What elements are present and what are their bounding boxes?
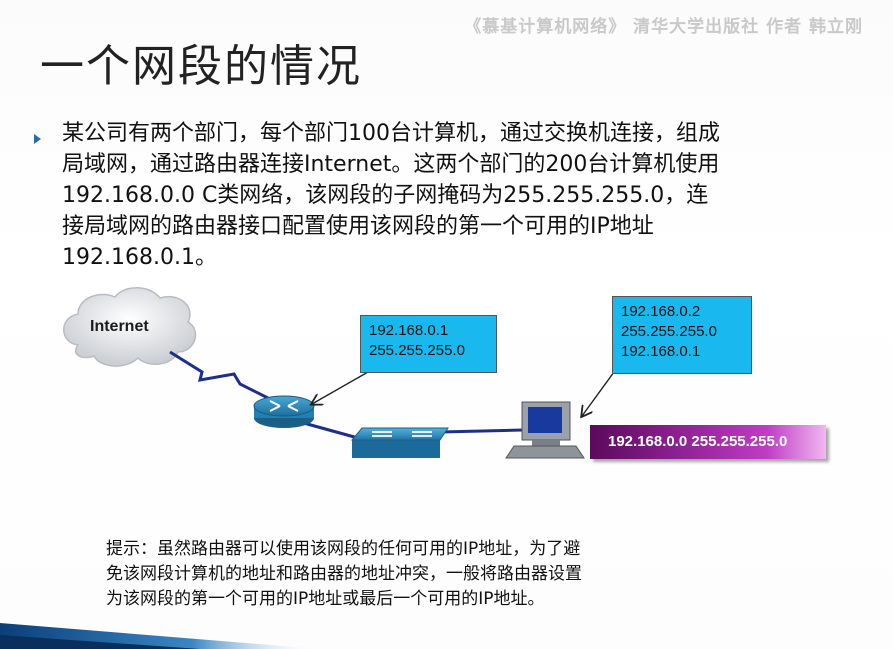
body-line: 局域网，通过路由器连接Internet。这两个部门的200台计算机使用	[62, 152, 720, 177]
slide-title: 一个网段的情况	[40, 41, 362, 92]
router-switch-link	[299, 420, 359, 440]
hint-note: 提示：虽然路由器可以使用该网段的任何可用的IP地址，为了避 免该网段计算机的地址…	[106, 537, 786, 612]
pc-gateway: 192.168.0.1	[621, 343, 701, 360]
switch-pc-link	[439, 428, 523, 434]
router-callout-arrow	[312, 371, 369, 404]
note-line: 提示：虽然路由器可以使用该网段的任何可用的IP地址，为了避	[106, 539, 581, 559]
body-line: 某公司有两个部门，每个部门100台计算机，通过交换机连接，组成	[62, 121, 720, 146]
internet-label: Internet	[90, 318, 149, 335]
lan-network-label: 192.168.0.0 255.255.255.0	[590, 425, 826, 459]
body-line: 192.168.0.0 C类网络，该网段的子网掩码为255.255.255.0，…	[62, 183, 709, 208]
body-line: 接局域网的路由器接口配置使用该网段的第一个可用的IP地址	[62, 214, 654, 239]
router-mask: 255.255.255.0	[369, 342, 465, 359]
router-ip: 192.168.0.1	[369, 322, 449, 339]
pc-callout-arrow	[582, 371, 615, 416]
publisher-watermark: 《慕基计算机网络》 清华大学出版社 作者 韩立刚	[464, 17, 863, 37]
router-address-box: 192.168.0.1 255.255.255.0	[360, 315, 497, 373]
pc-ip: 192.168.0.2	[621, 303, 701, 320]
pc-mask: 255.255.255.0	[621, 323, 717, 340]
pc-address-box: 192.168.0.2 255.255.255.0 192.168.0.1	[612, 296, 752, 374]
internet-cloud-icon	[63, 287, 197, 367]
router-icon	[253, 395, 315, 428]
note-line: 为该网段的第一个可用的IP地址或最后一个可用的IP地址。	[106, 589, 545, 609]
computer-icon	[505, 401, 585, 459]
switch-icon	[350, 427, 449, 458]
body-paragraph: 某公司有两个部门，每个部门100台计算机，通过交换机连接，组成 局域网，通过路由…	[62, 118, 862, 273]
body-line: 192.168.0.1。	[62, 245, 217, 270]
serial-link	[169, 350, 269, 400]
decorative-corner-stripe	[0, 623, 320, 649]
note-line: 免该网段计算机的地址和路由器的地址冲突，一般将路由器设置	[106, 564, 582, 584]
bullet-arrow-icon	[34, 134, 41, 144]
